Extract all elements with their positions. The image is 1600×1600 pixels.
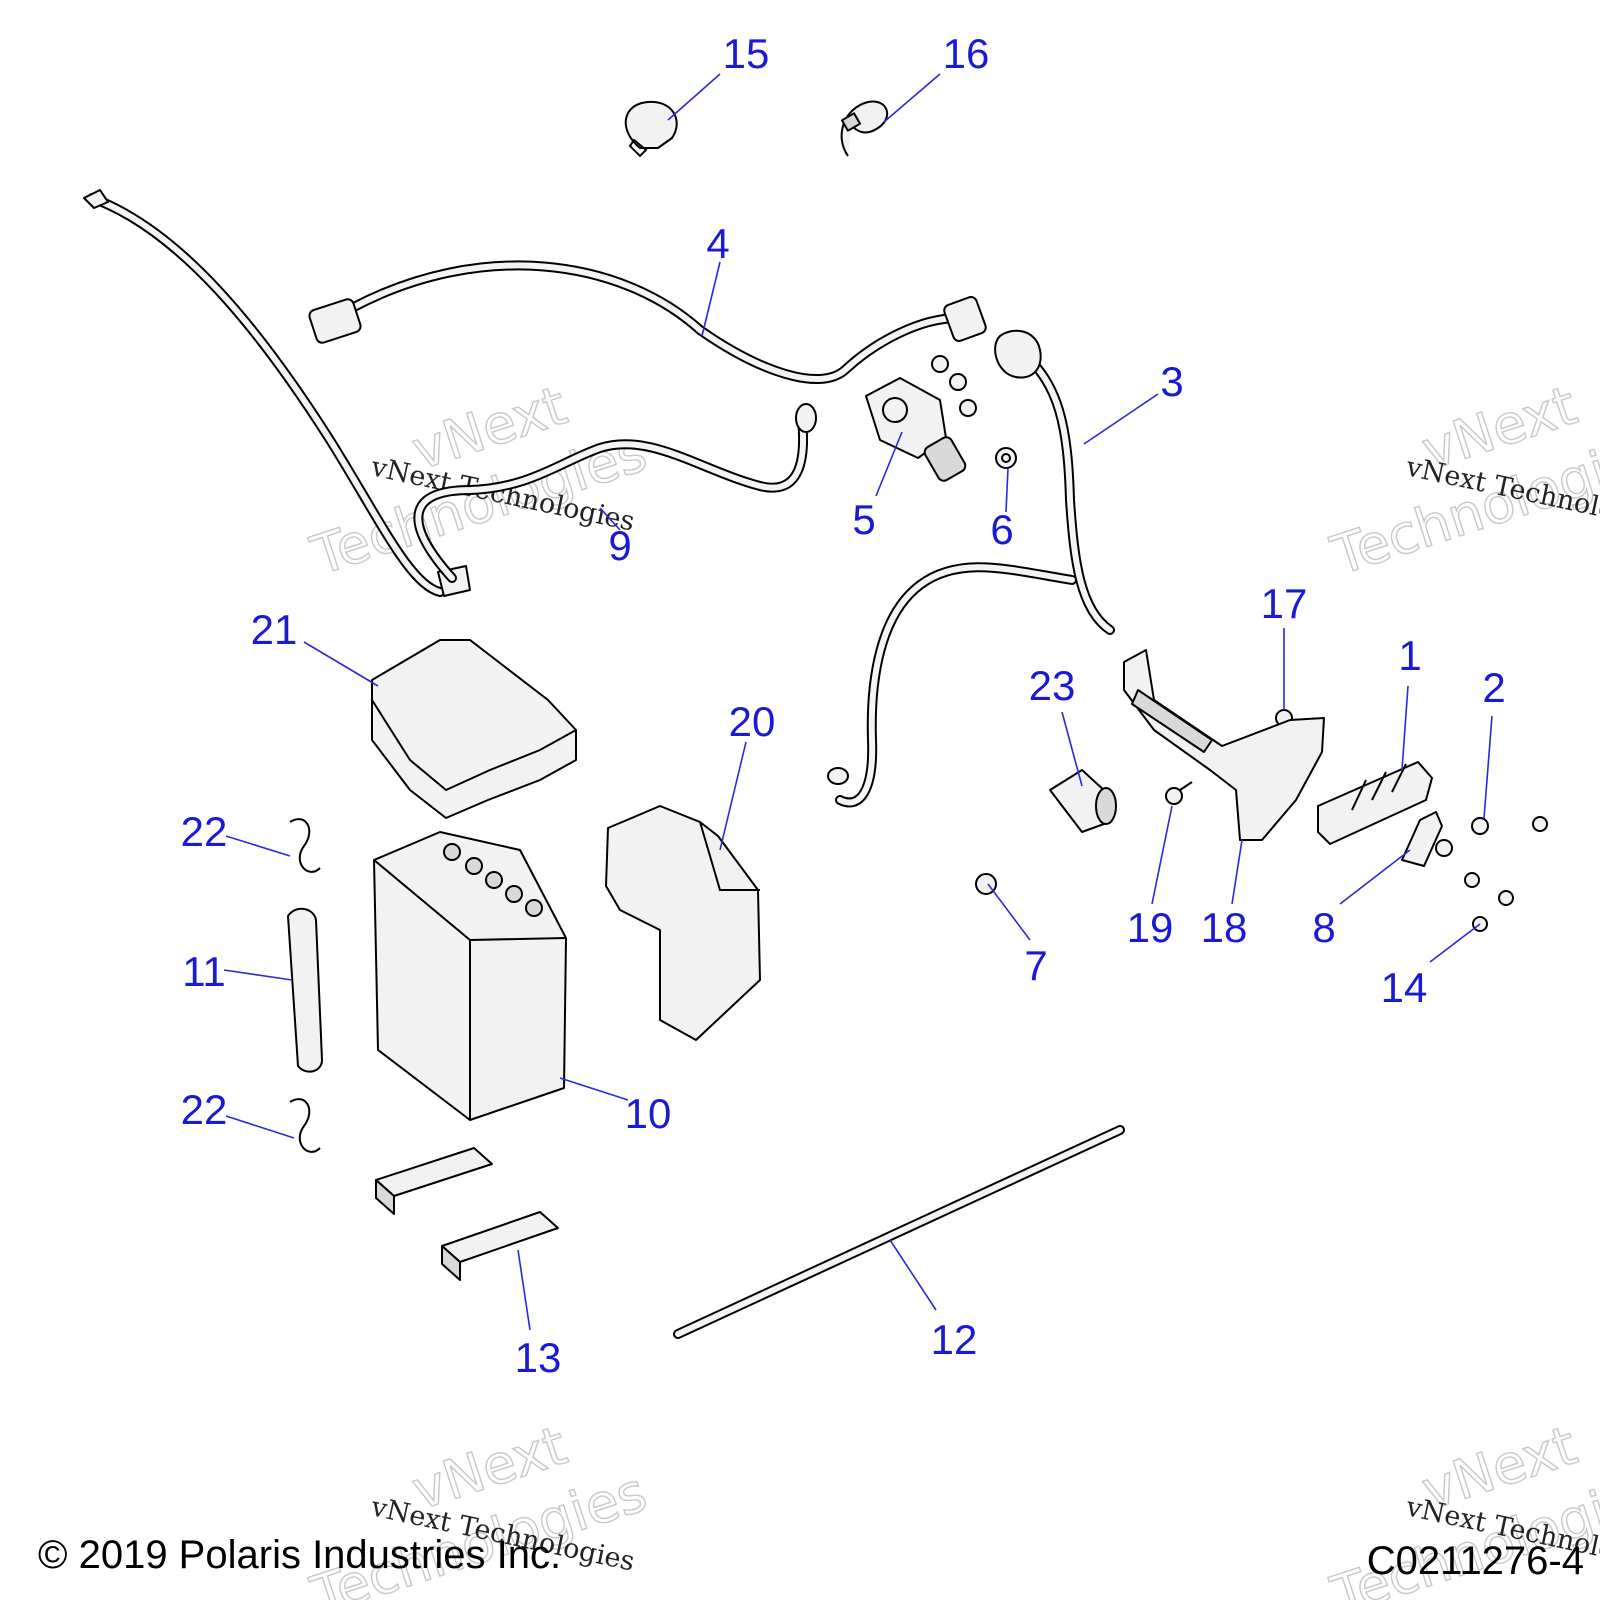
part-21-battery-cover — [371, 639, 577, 819]
callout-17: 17 — [1261, 580, 1308, 627]
callout-22-lower: 22 — [181, 1086, 228, 1133]
part-20-battery-bracket — [605, 805, 761, 1041]
callout-18: 18 — [1201, 904, 1248, 951]
part-3-starter-cable — [827, 329, 1115, 808]
callout-4: 4 — [706, 220, 729, 267]
callout-13: 13 — [515, 1334, 562, 1381]
part-16-clamp — [840, 100, 889, 157]
part-ground-cable — [83, 189, 471, 597]
callout-11: 11 — [182, 948, 226, 995]
callout-15: 15 — [723, 30, 770, 77]
part-15-cable-tie — [624, 100, 678, 158]
callout-2: 2 — [1482, 664, 1505, 711]
leader-lines — [223, 73, 1493, 1331]
part-19-screw — [1165, 781, 1193, 805]
part-12-rod — [673, 1125, 1125, 1339]
callout-23: 23 — [1029, 662, 1076, 709]
part-18-mount-bracket — [1123, 649, 1325, 841]
callout-3: 3 — [1160, 358, 1183, 405]
part-13-pad-2 — [441, 1211, 559, 1281]
callout-20: 20 — [729, 698, 776, 745]
part-2-nut — [1435, 817, 1489, 857]
part-9-cable — [413, 403, 817, 583]
callout-5: 5 — [852, 496, 875, 543]
part-13-pad-1 — [375, 1147, 493, 1215]
part-5-solenoid — [865, 355, 977, 482]
callout-6: 6 — [990, 506, 1013, 553]
part-6-nut — [995, 447, 1017, 469]
part-1-terminal-block — [1317, 761, 1433, 845]
callout-19: 19 — [1127, 904, 1174, 951]
callout-labels: 15 16 4 3 5 6 9 21 20 17 1 2 23 22 19 18… — [181, 30, 1506, 1381]
part-8-strip — [1401, 811, 1443, 867]
drawing-number: C0211276-4 — [1367, 1539, 1584, 1583]
callout-22-upper: 22 — [181, 808, 228, 855]
part-11-strap — [287, 907, 323, 1073]
callout-14: 14 — [1381, 964, 1428, 1011]
part-4-battery-cable — [308, 260, 987, 385]
watermark-top-right: vNext Technologies vNext Technologies — [1323, 373, 1600, 588]
part-23-fuse-holder — [1049, 769, 1117, 833]
callout-9: 9 — [608, 522, 631, 569]
part-10-battery — [373, 831, 567, 1121]
callout-1: 1 — [1398, 632, 1421, 679]
callout-10: 10 — [625, 1090, 672, 1137]
callout-21: 21 — [251, 606, 298, 653]
part-22-hook-lower — [289, 1098, 321, 1153]
part-22-hook-upper — [289, 818, 321, 873]
callout-16: 16 — [943, 30, 990, 77]
callout-12: 12 — [931, 1316, 978, 1363]
copyright-text: © 2019 Polaris Industries Inc. — [38, 1533, 561, 1577]
callout-8: 8 — [1312, 904, 1335, 951]
callout-7: 7 — [1024, 942, 1047, 989]
